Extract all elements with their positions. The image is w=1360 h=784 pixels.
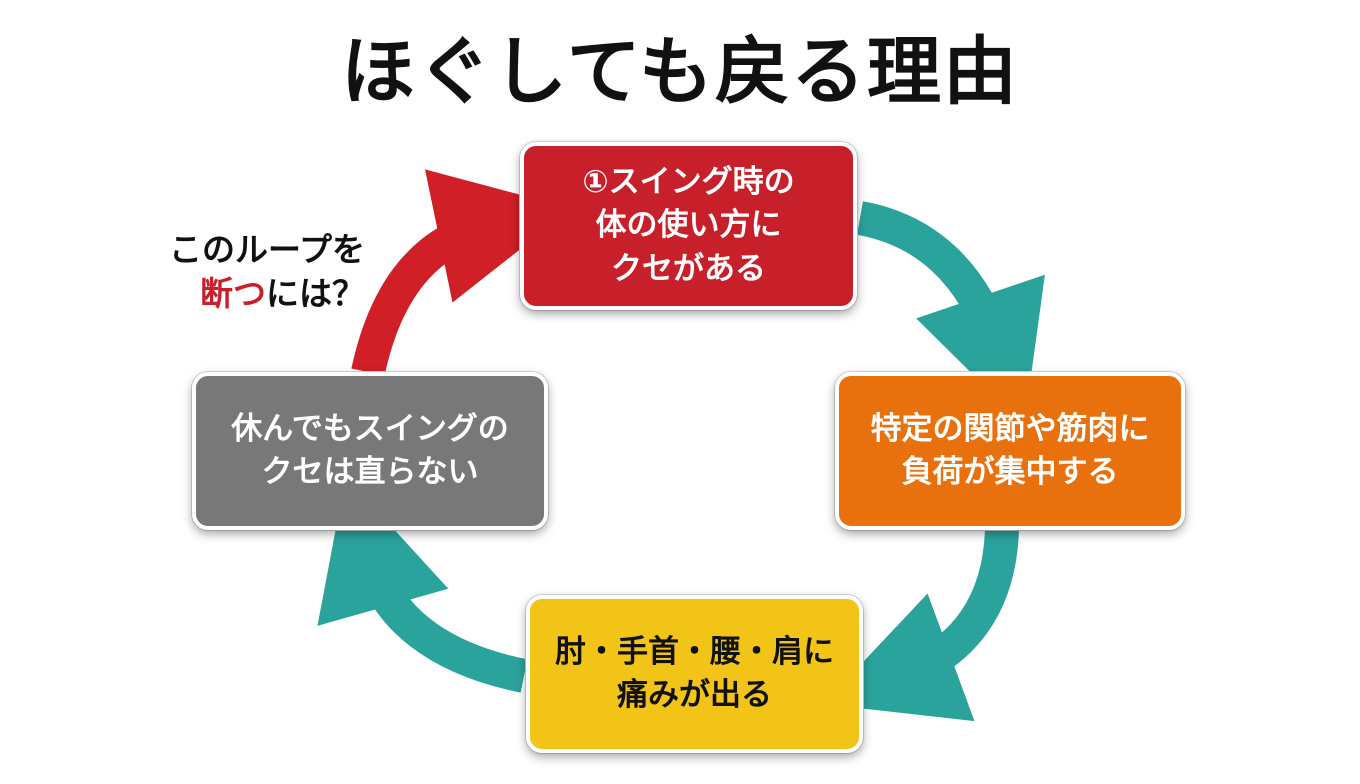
step-text: 特定の関節や筋肉に 負荷が集中する (870, 410, 1150, 490)
step-box-habit-remains: 休んでもスイングの クセは直らない (192, 372, 548, 530)
loop-question: このループを 断つには？ (165, 228, 365, 316)
step-text: ①スイング時の 体の使い方に クセがある (582, 163, 795, 287)
step-text: 休んでもスイングの クセは直らない (231, 410, 509, 490)
step-box-swing-habit: ①スイング時の 体の使い方に クセがある (520, 142, 857, 310)
step-box-pain: 肘・手首・腰・肩に 痛みが出る (526, 595, 863, 753)
loop-question-accent: 断つ (200, 274, 266, 313)
page-title: ほぐしても戻る理由 (340, 29, 1020, 115)
step-text: 肘・手首・腰・肩に 痛みが出る (555, 633, 834, 713)
arrow-right-to-bottom (823, 529, 1019, 722)
step-box-load-concentration: 特定の関節や筋肉に 負荷が集中する (835, 372, 1185, 530)
arrow-top-to-right (856, 201, 1045, 426)
arrow-left-to-top (351, 169, 572, 376)
arrow-bottom-to-left (317, 476, 528, 693)
loop-question-rest: には？ (266, 274, 365, 313)
loop-question-line2: 断つには？ (165, 272, 365, 316)
loop-question-line1: このループを (168, 230, 365, 269)
